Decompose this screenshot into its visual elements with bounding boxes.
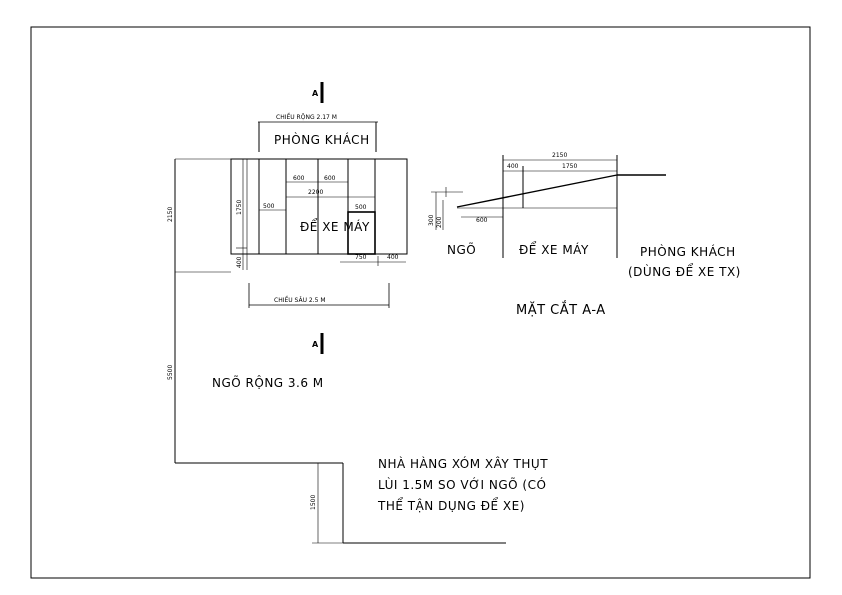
section-dim-400: 400 [507,163,519,170]
plan-width-bottom-label: CHIỀU SÂU 2.5 M [274,296,326,304]
section-dim-200: 200 [436,216,443,228]
dim-1500-vertical: 1500 [310,495,317,510]
section-alley-label: NGÕ [447,242,476,257]
section-view [431,155,666,258]
section-living-room-line-1: PHÒNG KHÁCH [640,244,736,259]
plan-living-room-label: PHÒNG KHÁCH [274,132,370,147]
section-title: MẶT CẮT A-A [516,301,606,318]
site-outline [174,158,506,544]
dim-500-right: 500 [355,204,367,211]
alley-width-label: NGÕ RỘNG 3.6 M [212,375,324,390]
section-dim-600: 600 [476,217,488,224]
plan-garage-label: ĐỂ XE MÁY [300,218,370,234]
section-marker-bottom-label: A [312,340,319,349]
dim-2200: 2200 [308,189,323,196]
section-marker-top-label: A [312,89,319,98]
section-living-room-line-2: (DÙNG ĐỂ XE TX) [628,263,741,279]
plan-width-top-label: CHIỀU RỘNG 2.17 M [276,113,337,121]
sheet-frame [30,26,811,579]
dim-5500-vertical: 5500 [167,365,174,380]
note-line-1: NHÀ HÀNG XÓM XÂY THỤT [378,456,548,471]
ramp-slope-line [456,174,618,208]
section-garage-label: ĐỂ XE MÁY [519,241,589,257]
plan-view [230,82,408,354]
dim-1750-vertical: 1750 [236,200,243,215]
note-line-2: LÙI 1.5M SO VỚI NGÕ (CÓ [378,477,546,492]
dim-400-vertical: 400 [236,256,243,268]
section-dim-1750: 1750 [562,163,577,170]
dim-400-horizontal: 400 [387,254,399,261]
note-line-3: THỂ TẬN DỤNG ĐỂ XE) [377,497,525,513]
dim-2150-vertical: 2150 [167,207,174,222]
dim-500-left: 500 [263,203,275,210]
dim-600-a: 600 [293,175,305,182]
section-dim-2150: 2150 [552,152,567,159]
plan-outline [230,158,408,255]
section-dim-300: 300 [428,214,435,226]
dim-600-b: 600 [324,175,336,182]
dim-750: 750 [355,254,367,261]
